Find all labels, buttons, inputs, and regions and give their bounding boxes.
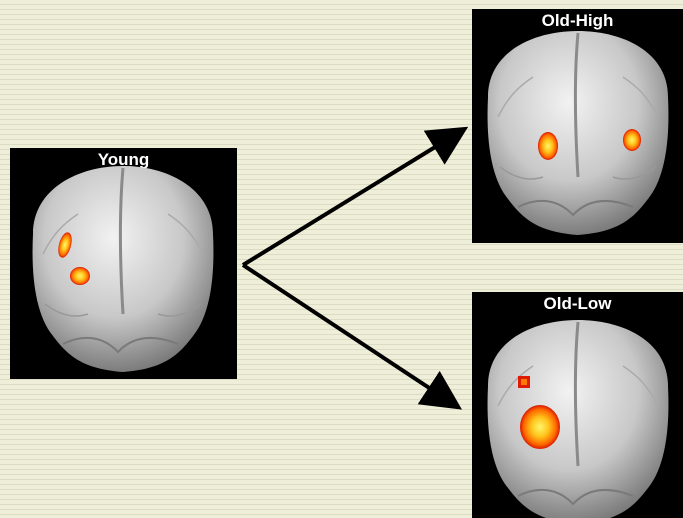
arrow-to-old-low	[243, 265, 452, 403]
arrow-to-old-high	[243, 133, 458, 265]
